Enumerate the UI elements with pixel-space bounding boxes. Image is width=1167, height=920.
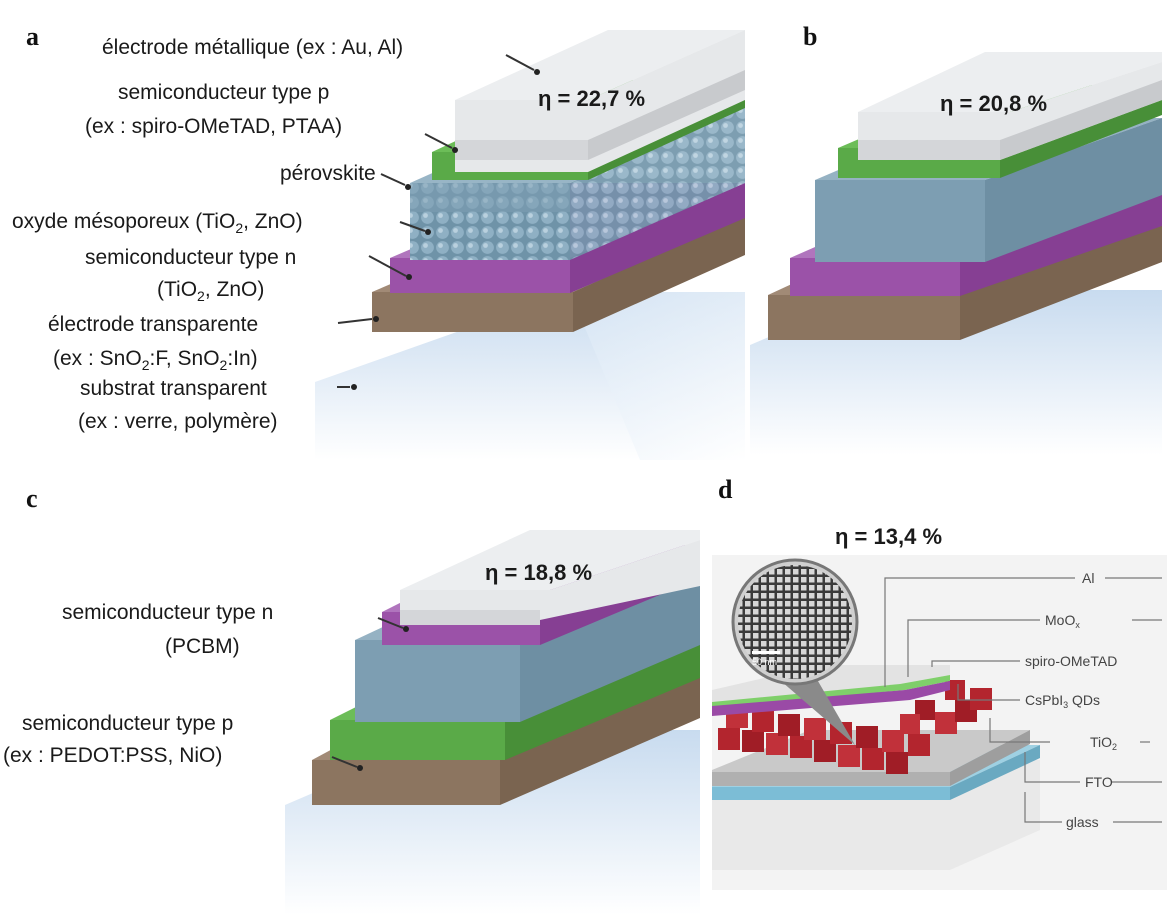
electrode-b-side: [960, 220, 1162, 340]
panel-b: b η = 20,8 %: [750, 22, 1162, 455]
label-d-al: Al: [1082, 570, 1094, 586]
panel-a-label: a: [26, 22, 39, 51]
panel-d-label: d: [718, 475, 733, 504]
label-c-p-type-1: semiconducteur type p: [22, 712, 233, 735]
label-d-cspbi: CsPbI3 QDs: [1025, 692, 1100, 710]
label-c-n-type-2: (PCBM): [165, 635, 240, 658]
label-d-tio2: TiO2: [1090, 734, 1117, 752]
metal-c-top: [400, 540, 700, 620]
panel-d-efficiency: η = 13,4 %: [835, 524, 942, 549]
panel-b-label: b: [803, 22, 817, 51]
label-p-type-1: semiconducteur type p: [118, 81, 329, 104]
electrode-b-front: [768, 295, 960, 340]
scale-bar: [752, 651, 780, 654]
label-electrode-1: électrode transparente: [48, 313, 258, 336]
label-electrode-2: (ex : SnO2:F, SnO2:In): [53, 347, 258, 373]
perovskite-c-front: [355, 640, 520, 722]
tem-inset: 50 nm: [731, 558, 859, 745]
metal-a-top-back: [455, 30, 745, 100]
panel-a-stack: [315, 30, 745, 460]
spiro-d: [712, 681, 950, 716]
label-metal-electrode: électrode métallique (ex : Au, Al): [102, 36, 403, 59]
label-mesoporous: oxyde mésoporeux (TiO2, ZnO): [12, 210, 303, 236]
label-perovskite: pérovskite: [280, 162, 376, 185]
panel-a: a η = 22,7: [12, 22, 745, 460]
label-c-p-type-2: (ex : PEDOT:PSS, NiO): [3, 744, 222, 767]
moox-d: [712, 675, 950, 708]
electrode-a-front: [372, 292, 573, 332]
panel-d-stack: [712, 665, 1040, 870]
tio2-d-side: [950, 730, 1030, 786]
panel-c-label: c: [26, 484, 38, 513]
quantum-dots-d: [718, 680, 992, 774]
panel-c-efficiency: η = 18,8 %: [485, 560, 592, 585]
label-n-type-2: (TiO2, ZnO): [157, 278, 264, 304]
mesoporous-a-side: [570, 105, 745, 260]
label-d-fto: FTO: [1085, 774, 1113, 790]
panel-b-stack: [750, 52, 1162, 455]
p-type-c-side: [505, 640, 700, 760]
perovskite-c-side: [520, 570, 700, 722]
p-type-c-front: [330, 720, 505, 760]
fto-d-front: [712, 787, 950, 800]
metal-b-top: [858, 62, 1162, 160]
n-type-b-side: [960, 190, 1162, 296]
electrode-c-side: [500, 675, 700, 805]
label-substrate-2: (ex : verre, polymère): [78, 410, 278, 433]
metal-c-back: [400, 530, 700, 590]
label-d-glass: glass: [1066, 814, 1099, 830]
panel-d-leader-lines: [884, 577, 1162, 823]
panel-c: c η = 18,8 % semiconducteur type n (PCBM…: [3, 484, 700, 915]
panel-d: d η = 13,4 %: [712, 475, 1167, 890]
perovskite-b-side: [985, 118, 1162, 262]
label-d-moox: MoOx: [1045, 612, 1080, 630]
panel-c-leader-lines: [331, 617, 409, 771]
perovskite-b-front: [815, 180, 985, 262]
tio2-d-front: [712, 772, 950, 786]
panel-a-efficiency: η = 22,7 %: [538, 86, 645, 111]
n-type-a-front: [390, 258, 570, 293]
n-type-a-side: [570, 183, 745, 293]
substrate-a-side: [570, 292, 745, 460]
panel-b-efficiency: η = 20,8 %: [940, 91, 1047, 116]
electrode-c-front: [312, 760, 500, 805]
panel-c-stack: [285, 530, 700, 915]
label-substrate-1: substrat transparent: [80, 377, 267, 400]
electrode-a-side: [573, 215, 745, 332]
scale-bar-label: 50 nm: [752, 657, 777, 667]
metal-b-back: [858, 52, 1162, 112]
panel-a-leader-lines: [337, 54, 540, 390]
fto-d-side: [950, 745, 1040, 800]
label-n-type-1: semiconducteur type n: [85, 246, 296, 269]
label-d-spiro: spiro-OMeTAD: [1025, 653, 1117, 669]
tem-inset-image: [738, 565, 852, 679]
al-d: [712, 665, 950, 704]
label-p-type-2: (ex : spiro-OMeTAD, PTAA): [85, 115, 342, 138]
label-c-n-type-1: semiconducteur type n: [62, 601, 273, 624]
n-type-b-front: [790, 258, 960, 296]
metal-a-top: [455, 30, 745, 172]
